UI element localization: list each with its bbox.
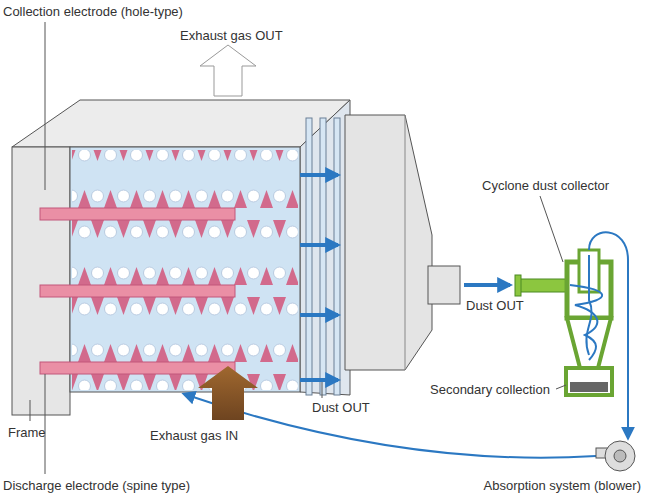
- discharge-electrode: [40, 208, 235, 220]
- part-label: Frame: [8, 425, 46, 440]
- part-label: Secondary collection: [430, 382, 550, 397]
- gas-in-arrow: [198, 366, 258, 420]
- swirl: [570, 285, 602, 360]
- leader-line: [45, 374, 46, 474]
- leader-line: [30, 400, 31, 421]
- gas-out-arrow: [200, 45, 256, 96]
- part-label: Absorption system (blower): [484, 478, 642, 493]
- dust-bin: [566, 368, 612, 395]
- housing-top: [12, 100, 350, 147]
- flow-arrow: [300, 378, 338, 382]
- leader-line: [540, 196, 563, 262]
- plate: [306, 118, 312, 395]
- flow-label: Dust OUT: [312, 400, 370, 415]
- part-label: Collection electrode (hole-type): [3, 4, 183, 19]
- discharge-electrode: [40, 362, 235, 374]
- flow-label: Exhaust gas OUT: [180, 28, 283, 43]
- hood-edge: [405, 115, 406, 370]
- leader-line: [45, 22, 46, 190]
- housing-side: [300, 100, 350, 395]
- inlet-pipe: [517, 279, 567, 292]
- leader-line: [322, 382, 323, 398]
- outlet-hood: [345, 115, 432, 370]
- leader-line: [556, 385, 566, 389]
- flow-label: Exhaust gas IN: [150, 428, 238, 443]
- flow-arrow: [300, 243, 338, 247]
- pipe-flange: [515, 275, 521, 296]
- discharge-electrode: [40, 285, 235, 297]
- plate: [320, 118, 326, 395]
- swirl: [586, 255, 591, 355]
- collection-electrode: [72, 150, 298, 390]
- flow-arrow: [300, 313, 338, 317]
- plate: [334, 118, 340, 395]
- front-face: [70, 147, 300, 392]
- frame-panel: [12, 147, 70, 415]
- blower: [605, 441, 635, 471]
- part-label: Discharge electrode (spine type): [3, 478, 190, 493]
- part-label: Cyclone dust collector: [482, 178, 609, 193]
- outlet-box: [428, 266, 460, 304]
- dust-arrow: [464, 283, 510, 287]
- return-line: [184, 394, 596, 458]
- flow-label: Dust OUT: [466, 298, 524, 313]
- return-line: [589, 232, 628, 438]
- blower-hub: [614, 450, 626, 462]
- dust-pile: [570, 382, 608, 392]
- flow-arrow: [300, 173, 338, 177]
